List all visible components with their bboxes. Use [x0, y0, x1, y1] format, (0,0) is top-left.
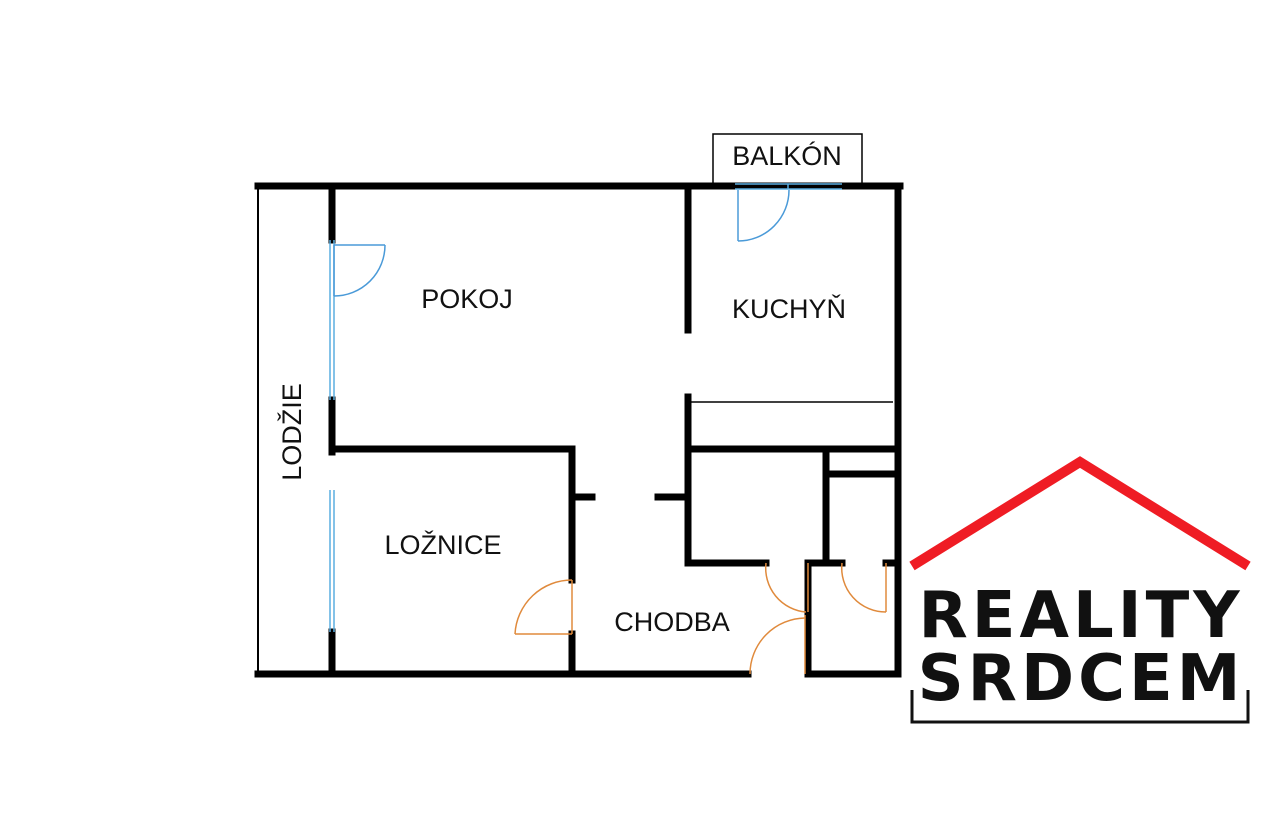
loggia: LODŽIE	[257, 186, 307, 674]
roof-icon	[909, 456, 1251, 571]
room-label-balkon: BALKÓN	[732, 140, 842, 171]
room-label-loznice: LOŽNICE	[384, 529, 501, 560]
doors-blue	[333, 189, 790, 297]
doors-orange	[514, 562, 887, 675]
logo-text-line2: SRDCEM	[918, 642, 1245, 716]
room-label-kuchyn: KUCHYŇ	[732, 293, 846, 324]
room-label-lodzie: LODŽIE	[276, 383, 307, 481]
room-label-chodba: CHODBA	[614, 607, 730, 637]
reality-srdcem-logo: REALITY SRDCEM	[909, 456, 1251, 724]
balcony: BALKÓN	[712, 133, 863, 185]
room-label-pokoj: POKOJ	[421, 284, 513, 314]
walls	[254, 182, 904, 678]
logo-text-line1: REALITY	[918, 579, 1243, 653]
logo-bracket	[910, 690, 1250, 724]
